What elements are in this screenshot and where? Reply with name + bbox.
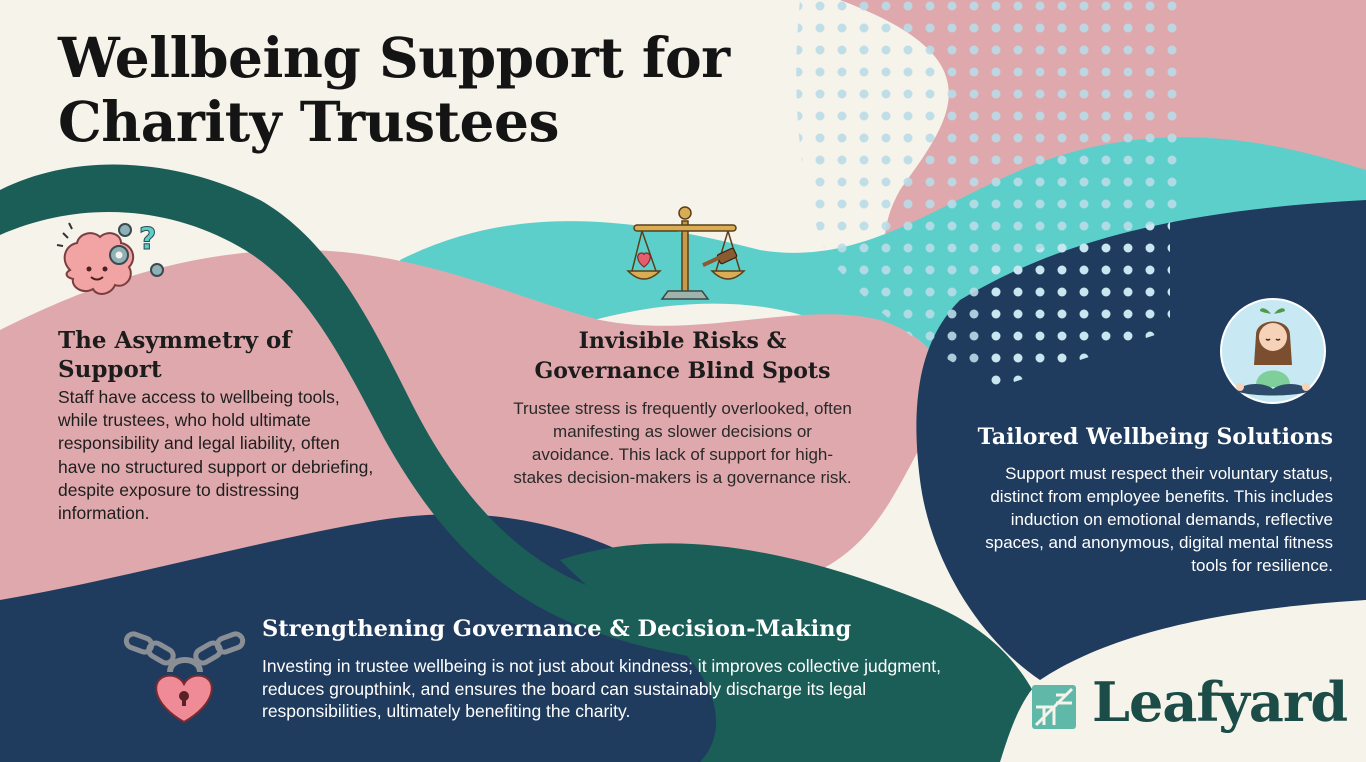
invisible-risks-body: Trustee stress is frequently overlooked,… <box>513 399 852 487</box>
brain-gears-icon: ? <box>55 215 170 315</box>
heart-padlock-chain-icon <box>122 626 247 726</box>
brand-name: Leafyard <box>1092 670 1348 734</box>
tailored-solutions-heading: Tailored Wellbeing Solutions <box>977 424 1333 450</box>
asymmetry-body: Staff have access to wellbeing tools, wh… <box>58 387 374 524</box>
tailored-solutions-body: Support must respect their voluntary sta… <box>985 464 1333 575</box>
page-title: Wellbeing Support for Charity Trustees <box>58 25 730 154</box>
asymmetry-heading: The Asymmetry of Support <box>58 327 292 383</box>
strengthening-governance-heading: Strengthening Governance & Decision-Maki… <box>262 616 852 642</box>
svg-text:?: ? <box>139 222 156 257</box>
strengthening-governance-body: Investing in trustee wellbeing is not ju… <box>262 656 941 721</box>
invisible-risks-heading: Invisible Risks & Governance Blind Spots <box>534 328 831 384</box>
leaf-square-logo-icon <box>1030 683 1078 731</box>
meditating-person-icon <box>1216 295 1331 407</box>
scales-heart-gavel-icon <box>622 203 752 311</box>
